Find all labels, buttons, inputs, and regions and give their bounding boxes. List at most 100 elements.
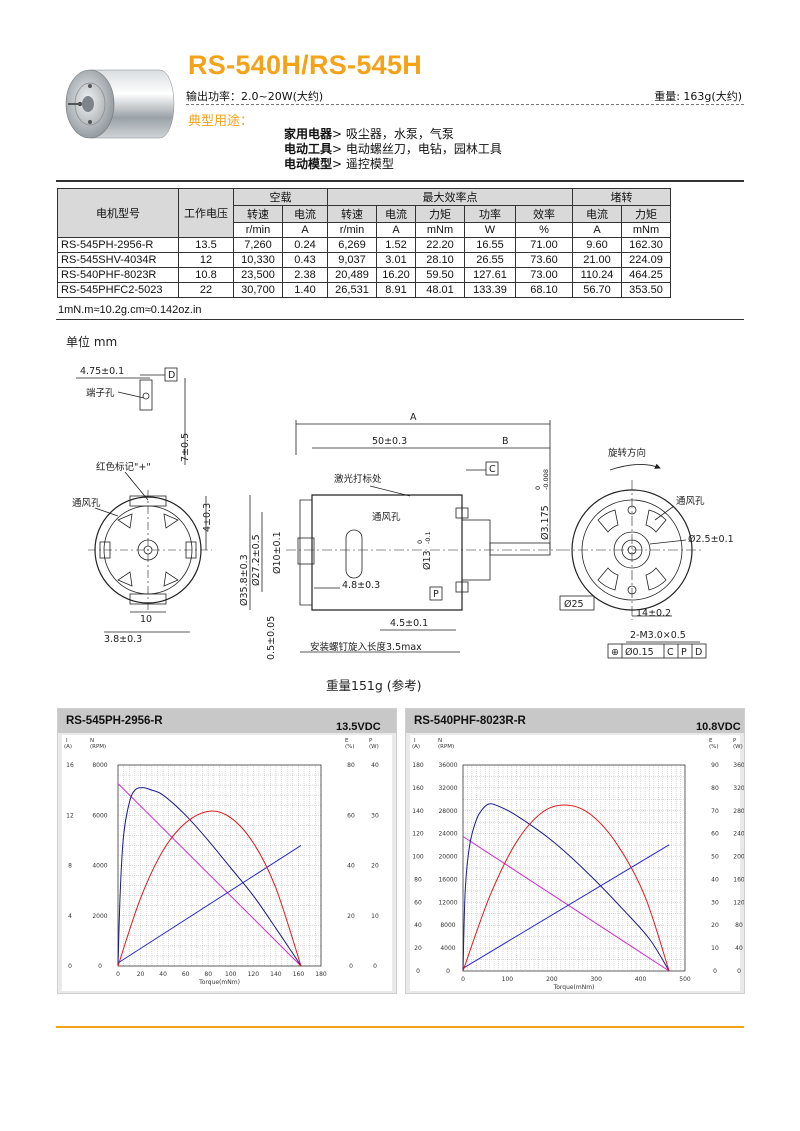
- side-view: A 50±0.3 B 激光打标处 C 通风孔 Ø3.175 0 -0.008 Ø…: [239, 412, 560, 660]
- dim-label: Ø3.175: [540, 505, 551, 540]
- table-subheader-cell: 转速: [327, 205, 377, 223]
- table-cell: 464.25: [621, 267, 671, 283]
- axis-header: (%): [709, 744, 719, 750]
- dim-label: 4.75±0.1: [80, 366, 124, 377]
- datum-label: P: [433, 589, 439, 600]
- gdt-symbol: ⊕: [611, 647, 619, 658]
- y-tick-label: 60: [347, 812, 355, 819]
- y-tick-label: 0: [713, 968, 717, 975]
- y-tick-label: 120: [412, 831, 424, 838]
- table-header-row: 电机型号 工作电压 空载 最大效率点 堵转: [57, 188, 671, 238]
- y-tick-label: 200: [733, 854, 744, 861]
- chart-plot-area: [410, 735, 740, 991]
- rear-view: 4.75±0.1 D 端子孔 7±0.5 红色标记"+" 通风孔 4±0.3 1…: [72, 366, 213, 645]
- chart-title: RS-540PHF-8023R-R: [414, 715, 527, 727]
- series-line-e: [117, 787, 302, 967]
- front-view: 旋转方向 通风孔 Ø2.5±0.1 Ø25 14±0.2 2-M3.0×0.5 …: [559, 447, 734, 659]
- series-line-e: [462, 803, 670, 972]
- dim-label: 14±0.2: [636, 608, 671, 619]
- table-cell: 22.20: [415, 237, 465, 253]
- y-tick-label: 70: [711, 808, 719, 815]
- gdt-datum: P: [681, 647, 687, 658]
- x-tick-label: 60: [182, 971, 190, 978]
- x-tick-label: 500: [679, 976, 691, 983]
- table-unit-cell: A: [572, 222, 622, 238]
- chart-voltage: 13.5VDC: [336, 721, 381, 733]
- uses-list: 家用电器> 吸尘器，水泵，气泵 电动工具> 电动螺丝刀，电钻，园林工具 电动模型…: [284, 127, 502, 172]
- y-tick-label: 90: [711, 762, 719, 769]
- y-tick-label: 80: [347, 762, 355, 769]
- y-tick-label: 20: [414, 945, 422, 952]
- y-tick-label: 0: [349, 963, 353, 970]
- header-voltage: 工作电压: [178, 188, 234, 238]
- table-cell: 13.5: [178, 237, 234, 253]
- dim-label: A: [410, 412, 417, 423]
- use-category: 电动模型: [284, 157, 333, 171]
- x-tick-label: 0: [116, 971, 120, 978]
- y-tick-label: 4: [68, 913, 72, 920]
- x-tick-label: 180: [315, 971, 327, 978]
- table-cell: 0.24: [282, 237, 328, 253]
- series-line-n: [462, 836, 670, 972]
- model-cell: RS-540PHF-8023R: [57, 267, 179, 283]
- y-tick-label: 160: [733, 876, 744, 883]
- table-cell: 224.09: [621, 252, 671, 268]
- y-tick-label: 0: [446, 968, 450, 975]
- datum-label: D: [168, 370, 175, 381]
- dim-label: Ø27.2±0.5: [251, 534, 262, 586]
- axis-header: P: [733, 738, 737, 744]
- axis-header: (%): [345, 744, 355, 750]
- table-cell: 23,500: [233, 267, 283, 283]
- product-title: RS-540H/RS-545H: [188, 50, 423, 80]
- axis-header: I: [414, 738, 416, 744]
- table-cell: 8.91: [376, 282, 416, 298]
- table-cell: 9.60: [572, 237, 622, 253]
- table-cell: 28.10: [415, 252, 465, 268]
- y-tick-label: 40: [414, 922, 422, 929]
- motor-photo: [65, 69, 175, 139]
- table-subheader-cell: 电流: [572, 205, 622, 223]
- y-tick-label: 20000: [438, 854, 457, 861]
- series-line-i: [462, 844, 670, 969]
- uses-title: 典型用途：: [188, 114, 254, 129]
- y-tick-label: 60: [414, 899, 422, 906]
- axis-header: N: [438, 738, 442, 744]
- y-tick-label: 12000: [438, 899, 457, 906]
- table-cell: 73.00: [515, 267, 573, 283]
- table-cell: 16.20: [376, 267, 416, 283]
- model-cell: RS-545PH-2956-R: [57, 237, 179, 253]
- x-tick-label: 300: [590, 976, 602, 983]
- table-subheader-cell: 效率: [515, 205, 573, 223]
- dim-label: Ø25: [564, 599, 584, 610]
- series-line-p: [462, 804, 670, 972]
- chart-title: RS-545PH-2956-R: [66, 715, 163, 727]
- table-cell: 6,269: [327, 237, 377, 253]
- table-cell: 353.50: [621, 282, 671, 298]
- y-tick-label: 160: [412, 785, 424, 792]
- table-unit-cell: %: [515, 222, 573, 238]
- dim-label: Ø2.5±0.1: [688, 534, 734, 545]
- use-detail: > 遥控模型: [332, 157, 394, 171]
- y-tick-label: 10: [371, 913, 379, 920]
- table-subheader-cell: 力矩: [621, 205, 671, 223]
- y-tick-label: 0: [98, 963, 102, 970]
- header-maxeff: 最大效率点: [327, 188, 573, 206]
- dim-label: 0.5±0.05: [266, 616, 277, 660]
- header-model: 电机型号: [57, 188, 179, 238]
- series-line-i: [117, 844, 302, 964]
- y-tick-label: 4000: [92, 863, 107, 870]
- chart-voltage: 10.8VDC: [696, 721, 741, 733]
- plot-frame: [462, 764, 686, 972]
- axis-header: (A): [412, 744, 420, 750]
- use-category: 家用电器: [284, 127, 333, 141]
- y-tick-label: 0: [373, 963, 377, 970]
- gdt-frame: ⊕ Ø0.15 C P D: [607, 643, 707, 659]
- chart-title-bar: [406, 709, 744, 733]
- vent-label: 通风孔: [72, 498, 101, 509]
- table-cell: 110.24: [572, 267, 622, 283]
